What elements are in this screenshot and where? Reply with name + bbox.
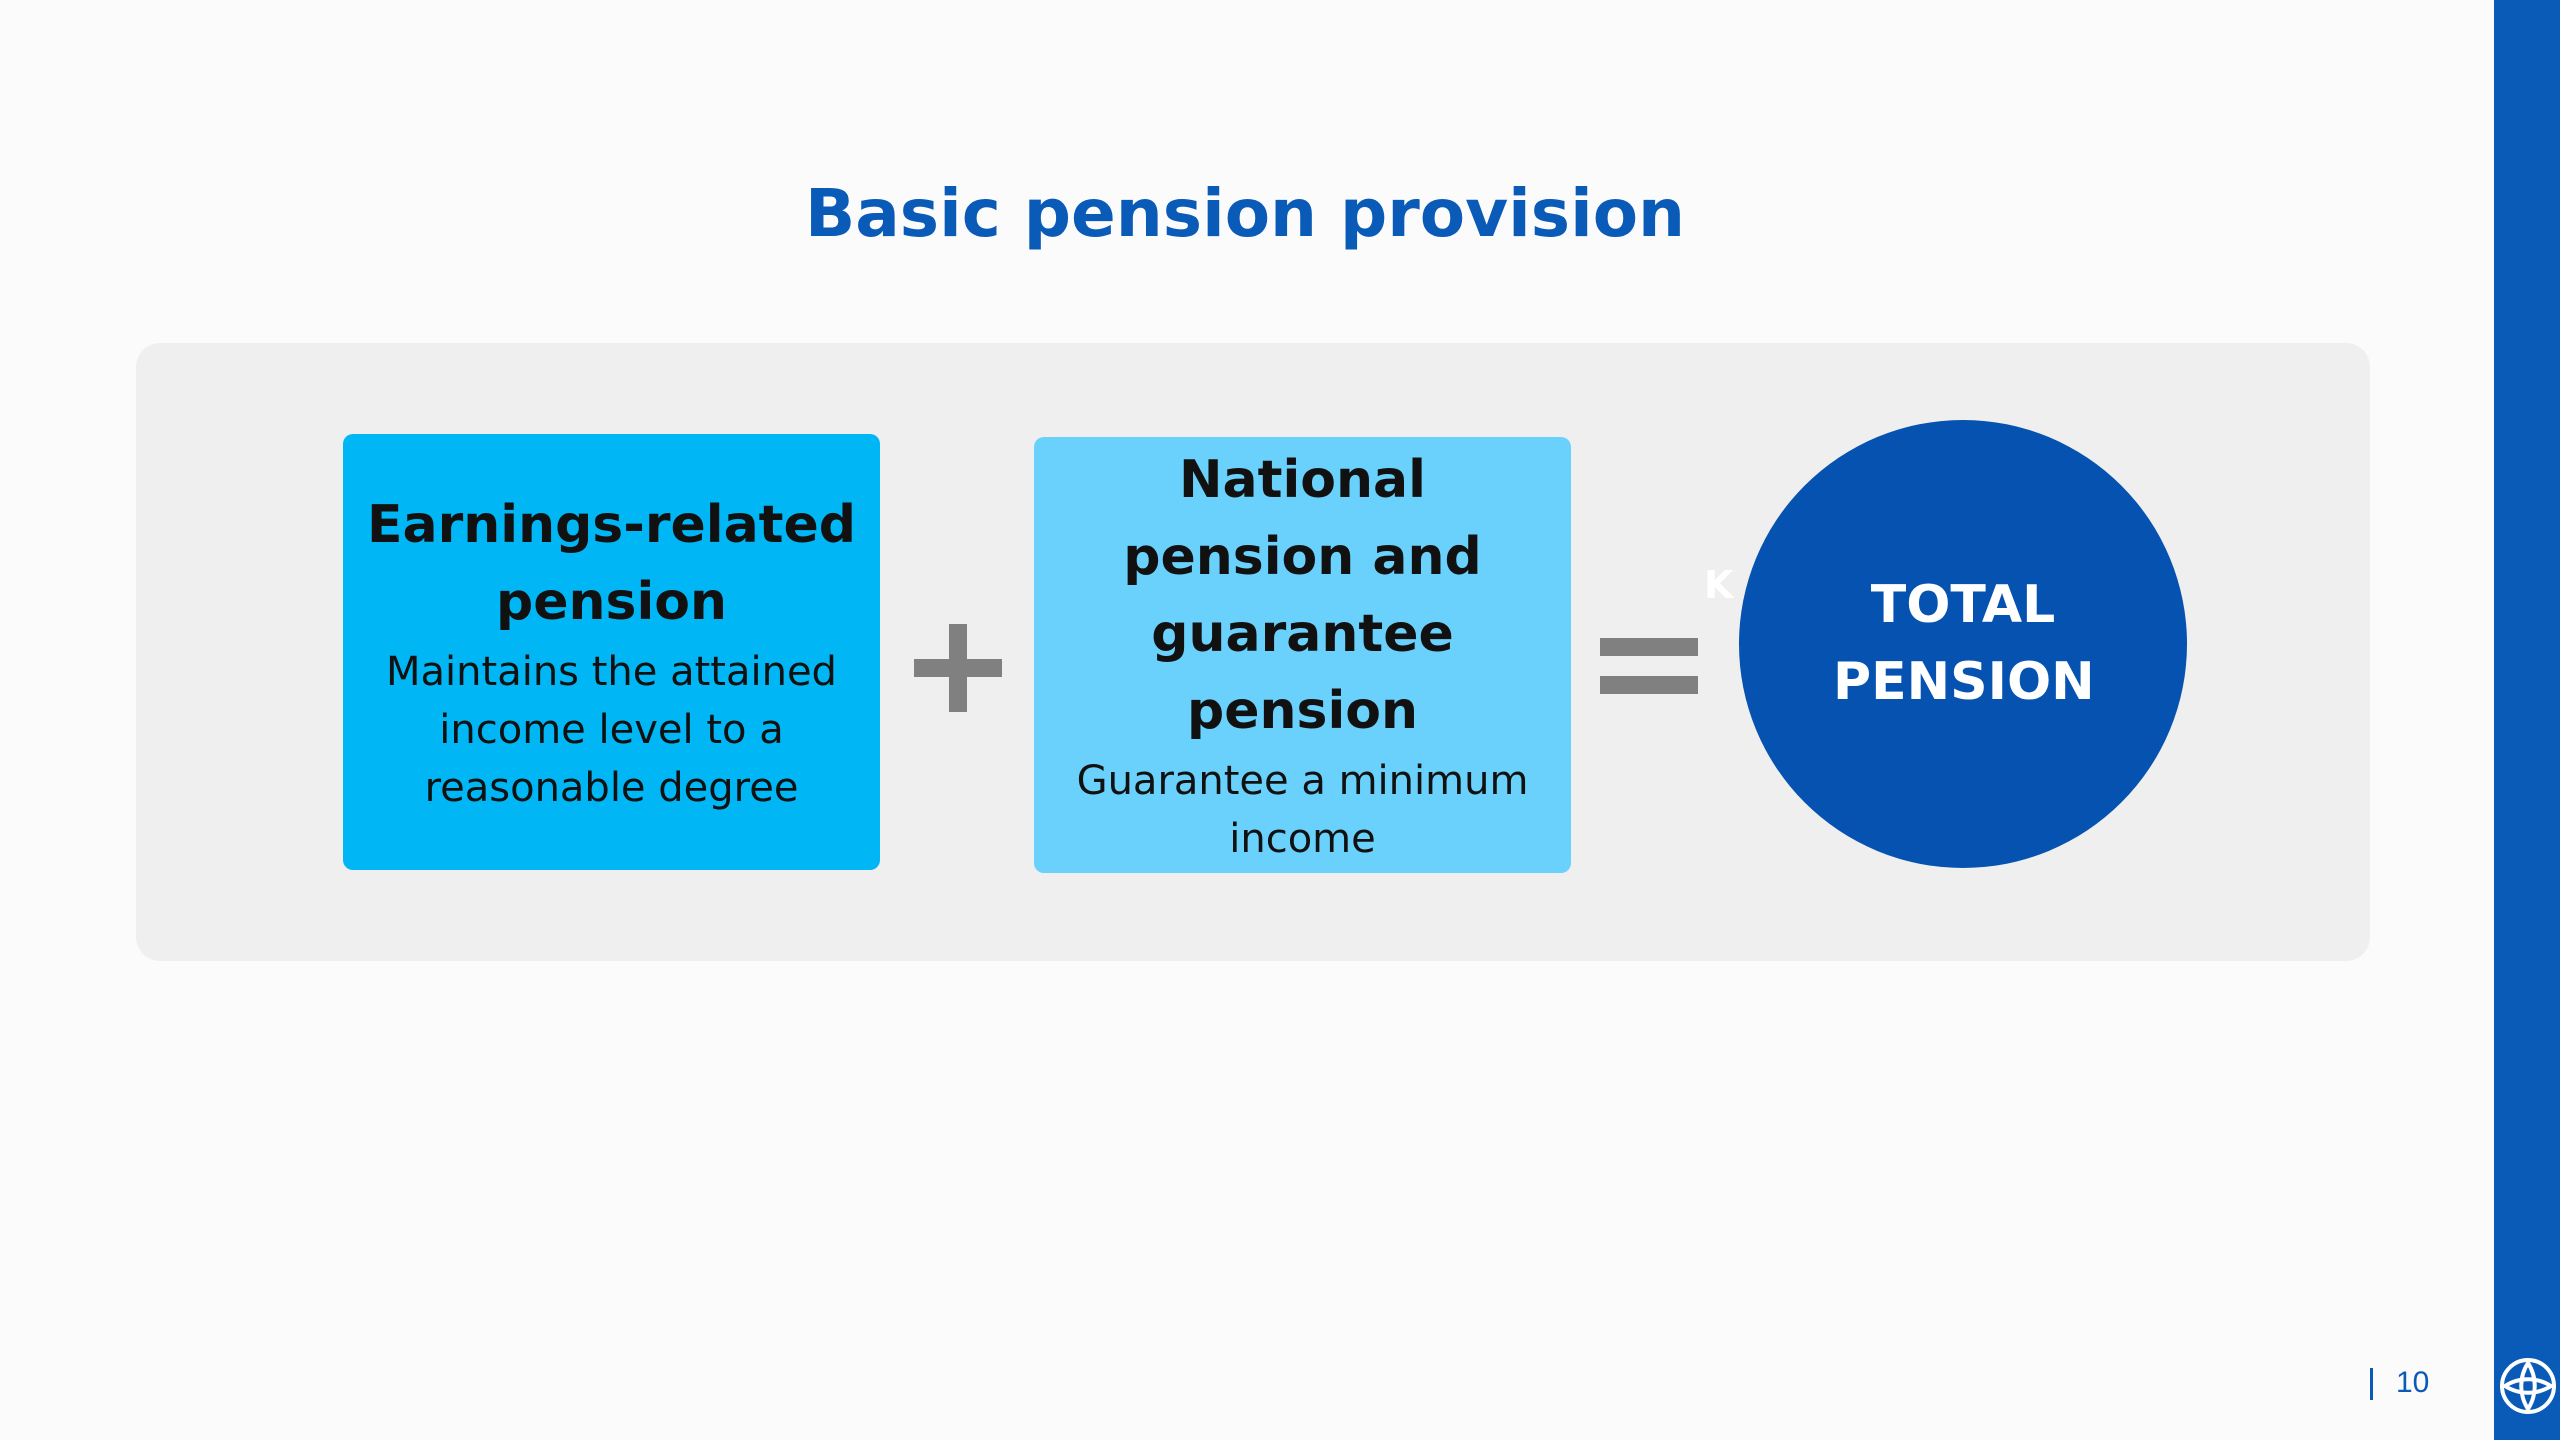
earnings-related-pension-box: Earnings-related pension Maintains the a…: [343, 434, 880, 870]
total-pension-circle: TOTAL PENSION: [1739, 420, 2187, 868]
stray-text-fragment: K: [1704, 563, 1734, 607]
national-guarantee-pension-box: National pension and guarantee pension G…: [1034, 437, 1571, 873]
side-accent-bar: [2494, 0, 2560, 1440]
earnings-related-pension-description: Maintains the attained income level to a…: [386, 649, 837, 811]
national-guarantee-pension-description: Guarantee a minimum income: [1076, 758, 1529, 862]
earnings-related-pension-title: Earnings-related pension: [366, 495, 857, 632]
logo-icon: [2500, 1358, 2556, 1414]
slide-title: Basic pension provision: [804, 175, 1686, 252]
national-guarantee-pension-title: National pension and guarantee pension: [1123, 450, 1482, 741]
page-number: 10: [2396, 1366, 2430, 1399]
plus-icon: [914, 624, 1002, 712]
page-number-separator: [2370, 1368, 2373, 1400]
total-pension-label: TOTAL PENSION: [1833, 575, 2095, 712]
equals-icon: [1600, 638, 1698, 694]
